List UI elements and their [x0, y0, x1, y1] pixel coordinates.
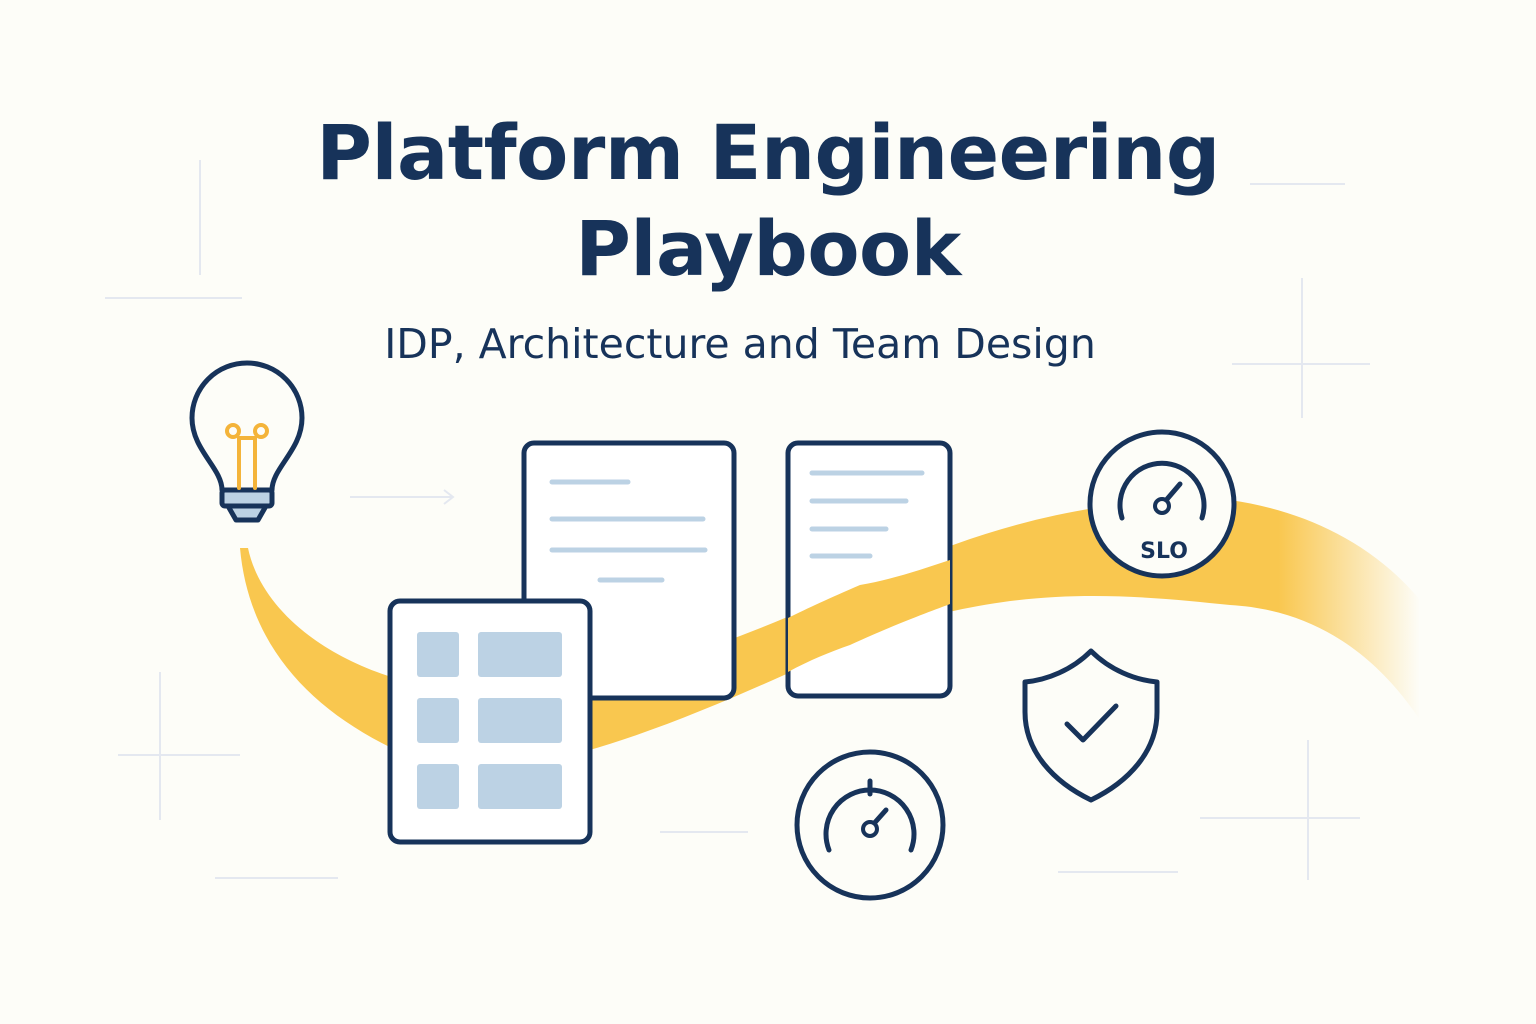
table-icon: [387, 598, 593, 845]
shield-check-icon: [1022, 648, 1160, 803]
lightbulb-icon: [189, 360, 305, 523]
page-title: Platform Engineering Playbook: [0, 105, 1536, 297]
background-grid: [105, 160, 1370, 880]
title-line-2: Playbook: [575, 204, 961, 293]
flow-ribbon-front: [788, 560, 950, 672]
title-line-1: Platform Engineering: [316, 108, 1220, 197]
page-subtitle: IDP, Architecture and Team Design: [384, 320, 1096, 368]
gauge-icon: [794, 749, 946, 901]
slo-gauge-icon: SLO: [1087, 429, 1237, 579]
slo-label: SLO: [1140, 539, 1188, 564]
